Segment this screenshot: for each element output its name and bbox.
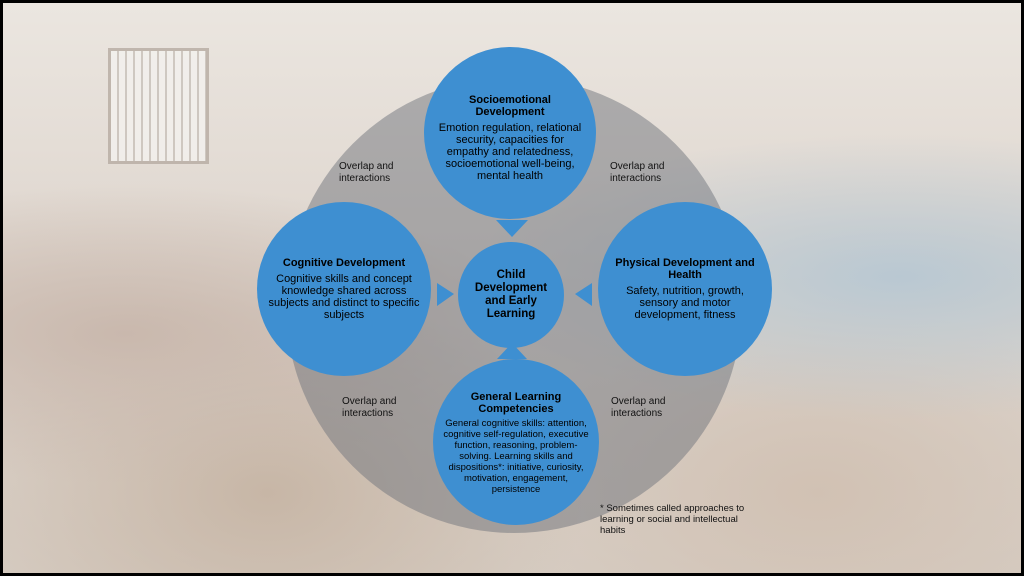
socioemotional-body: Emotion regulation, relational security,… [438, 122, 582, 182]
overlap-label-top-right: Overlap and interactions [610, 161, 665, 184]
learning-competencies-circle: General Learning Competencies General co… [433, 359, 599, 525]
socioemotional-circle: Socioemotional Development Emotion regul… [424, 47, 596, 219]
footnote: * Sometimes called approaches to learnin… [600, 503, 745, 536]
center-title: Child Development and Early Learning [474, 269, 548, 320]
physical-title: Physical Development and Health [615, 257, 755, 281]
cognitive-circle: Cognitive Development Cognitive skills a… [257, 202, 431, 376]
socioemotional-title: Socioemotional Development [469, 94, 551, 118]
learning-competencies-body: General cognitive skills: attention, cog… [443, 418, 589, 495]
background-window [108, 48, 209, 164]
cognitive-body: Cognitive skills and concept knowledge s… [268, 273, 420, 321]
physical-circle: Physical Development and Health Safety, … [598, 202, 772, 376]
physical-body: Safety, nutrition, growth, sensory and m… [626, 285, 744, 321]
cognitive-title: Cognitive Development [282, 257, 406, 269]
overlap-label-bottom-left: Overlap and interactions [342, 396, 397, 419]
overlap-label-top-left: Overlap and interactions [339, 161, 394, 184]
overlap-label-bottom-right: Overlap and interactions [611, 396, 666, 419]
learning-competencies-title: General Learning Competencies [470, 391, 562, 415]
center-circle: Child Development and Early Learning [458, 242, 564, 348]
child-development-diagram: Socioemotional Development Emotion regul… [3, 3, 1021, 573]
slide: Socioemotional Development Emotion regul… [3, 3, 1021, 573]
